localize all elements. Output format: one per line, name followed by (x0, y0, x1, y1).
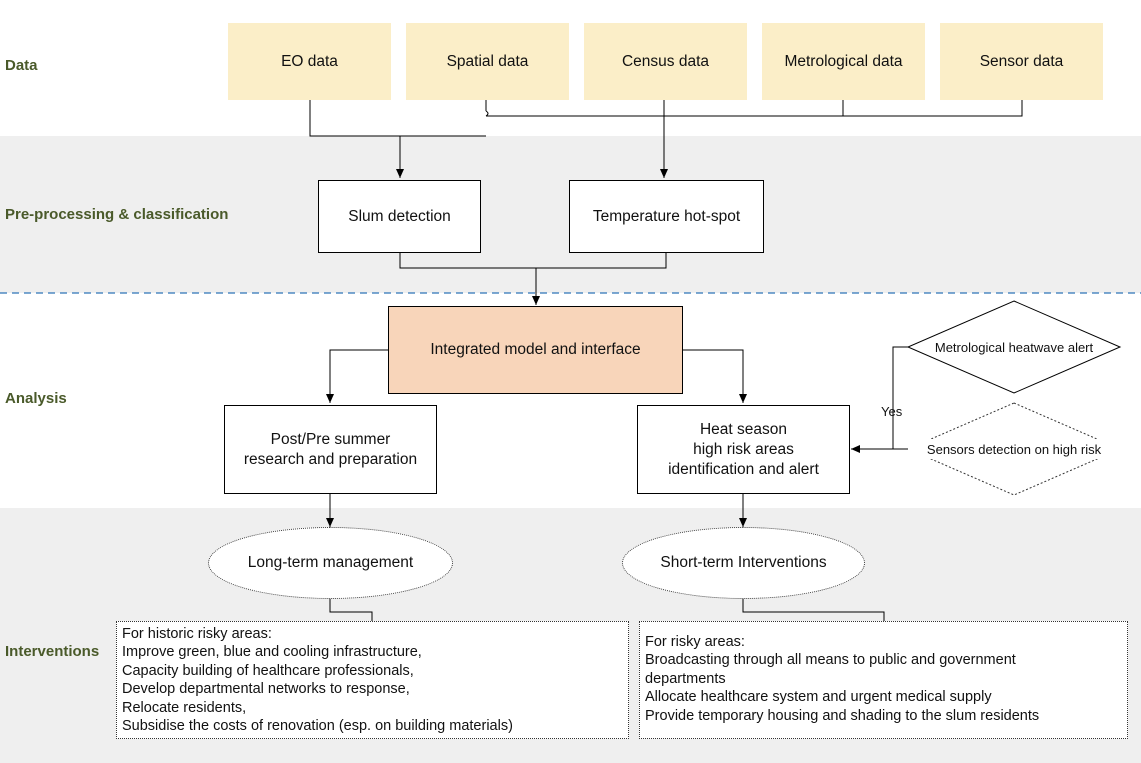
section-label-analysis: Analysis (5, 390, 67, 407)
heatwave-alert-label: Metrological heatwave alert (934, 339, 1094, 355)
heatwave-alert-diamond (906, 300, 1122, 394)
heat-season-line-1: Heat season (699, 420, 788, 438)
long-term-line-2: Improve green, blue and cooling infrastr… (122, 644, 422, 661)
data-source-sensor: Sensor data (940, 23, 1103, 100)
temperature-hotspot-box: Temperature hot-spot (569, 180, 764, 253)
short-term-details-box: For risky areas: Broadcasting through al… (639, 621, 1128, 739)
data-source-census: Census data (584, 23, 747, 100)
data-source-spatial: Spatial data (406, 23, 569, 100)
section-label-data: Data (5, 57, 38, 74)
section-label-interventions: Interventions (5, 643, 100, 660)
long-term-line-3: Capacity building of healthcare professi… (122, 662, 414, 679)
sensors-detection-label: Sensors detection on high risk (908, 439, 1120, 459)
long-term-line-5: Relocate residents, (122, 699, 247, 716)
short-term-line-5: Provide temporary housing and shading to… (645, 707, 1040, 724)
long-term-details-box: For historic risky areas: Improve green,… (116, 621, 629, 739)
data-source-eo: EO data (228, 23, 391, 100)
post-pre-summer-box: Post/Pre summer research and preparation (224, 405, 437, 494)
data-source-metrological: Metrological data (762, 23, 925, 100)
short-term-line-3: departments (645, 670, 726, 687)
short-term-interventions-ellipse: Short-term Interventions (622, 527, 865, 599)
post-pre-summer-line-2: research and preparation (243, 450, 418, 468)
short-term-line-1: For risky areas: (645, 634, 745, 650)
yes-label: Yes (881, 404, 903, 419)
heat-season-line-3: identification and alert (668, 460, 819, 478)
short-term-line-4: Allocate healthcare system and urgent me… (645, 689, 992, 706)
long-term-line-4: Develop departmental networks to respons… (122, 681, 410, 698)
integrated-model-box: Integrated model and interface (388, 306, 683, 394)
short-term-line-2: Broadcasting through all means to public… (645, 652, 1016, 669)
heat-season-line-2: high risk areas (693, 440, 794, 458)
slum-detection-box: Slum detection (318, 180, 481, 253)
long-term-line-1: For historic risky areas: (122, 626, 272, 642)
post-pre-summer-line-1: Post/Pre summer (270, 430, 391, 448)
heat-season-box: Heat season high risk areas identificati… (637, 405, 850, 494)
long-term-line-6: Subsidise the costs of renovation (esp. … (122, 718, 513, 735)
section-label-preprocessing: Pre-processing & classification (5, 206, 229, 223)
long-term-management-ellipse: Long-term management (208, 527, 453, 599)
